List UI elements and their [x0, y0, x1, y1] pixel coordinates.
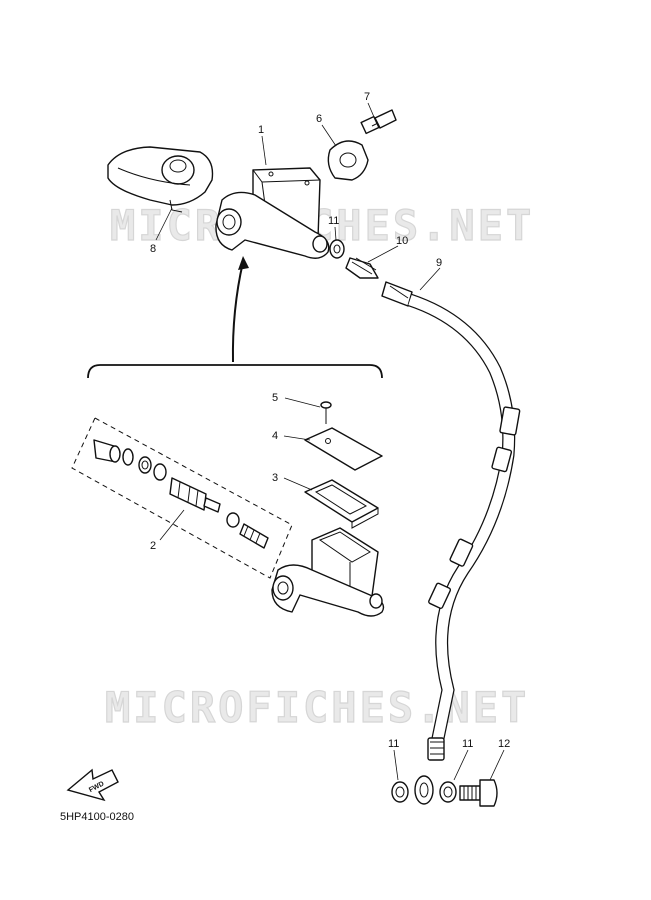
- part-7-bolt: [360, 109, 397, 135]
- leader-lines: [155, 102, 505, 781]
- callout-10: 10: [396, 235, 408, 247]
- part-11-washer-bottom-left: [391, 781, 409, 803]
- callout-2: 2: [150, 540, 156, 552]
- part-1-master-cylinder: [215, 167, 330, 259]
- callout-11-bottom-right: 11: [462, 738, 473, 750]
- callout-11-top: 11: [328, 215, 339, 227]
- watermark-top: MICROFICHES.NET: [110, 201, 534, 250]
- callout-11-bottom-left: 11: [388, 738, 399, 750]
- part-8-cover: [107, 146, 214, 213]
- part-2-kit-box: [71, 417, 293, 579]
- part-3-diaphragm: [304, 479, 379, 529]
- part-11-washer-top: [329, 239, 345, 259]
- callout-7: 7: [364, 91, 370, 103]
- part-5-screw: [320, 401, 332, 424]
- callout-arrow: [231, 261, 244, 363]
- part-10-fitting: [345, 257, 379, 279]
- fwd-arrow-icon: FWD: [66, 768, 119, 802]
- part-6-clamp: [327, 140, 369, 181]
- part-2-piston-kit: [93, 439, 269, 549]
- callout-1: 1: [258, 124, 264, 136]
- part-11-washer-bottom-right: [439, 781, 457, 803]
- exploded-master-cylinder-body: [271, 527, 385, 617]
- exploded-view-bracket: [87, 364, 383, 379]
- callout-9: 9: [436, 257, 442, 269]
- callout-3: 3: [272, 472, 278, 484]
- diagram-code: 5HP4100-0280: [60, 811, 134, 823]
- callout-12: 12: [498, 738, 510, 750]
- watermark-bottom: MICROFICHES.NET: [105, 683, 529, 732]
- callout-6: 6: [316, 113, 322, 125]
- callout-4: 4: [272, 430, 278, 442]
- part-4-reservoir-cap: [304, 427, 383, 471]
- part-9-brake-hose: [381, 281, 521, 805]
- callout-5: 5: [272, 392, 278, 404]
- part-12-union-bolt: [459, 779, 498, 807]
- callout-8: 8: [150, 243, 156, 255]
